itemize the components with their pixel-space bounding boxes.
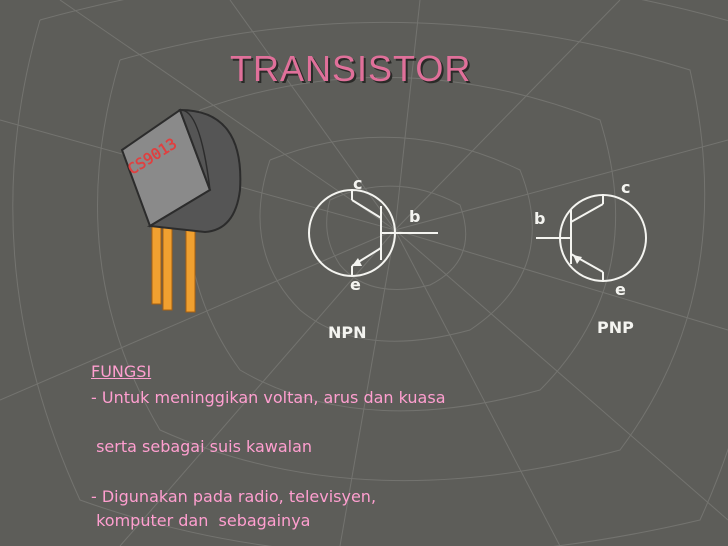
npn-symbol (308, 189, 438, 277)
fungsi-line-1: - Untuk meninggikan voltan, arus dan kua… (91, 388, 446, 407)
transistor-package-image: CS9013 (120, 108, 242, 313)
fungsi-heading: FUNGSI (91, 362, 152, 381)
pnp-emitter-label: e (615, 280, 626, 299)
fungsi-line-2: serta sebagai suis kawalan (91, 437, 313, 456)
npn-type-label: NPN (328, 323, 367, 342)
fungsi-line-4: komputer dan sebagainya (91, 511, 311, 530)
pnp-type-label: PNP (597, 318, 634, 337)
npn-base-label: b (409, 207, 421, 226)
pnp-symbol (536, 194, 647, 282)
npn-emitter-label: e (350, 275, 361, 294)
pnp-collector-label: c (621, 178, 631, 197)
pnp-base-label: b (534, 209, 546, 228)
npn-collector-label: c (353, 174, 363, 193)
fungsi-line-3: - Digunakan pada radio, televisyen, (91, 487, 377, 506)
slide-title: TRANSISTOR (230, 48, 472, 89)
